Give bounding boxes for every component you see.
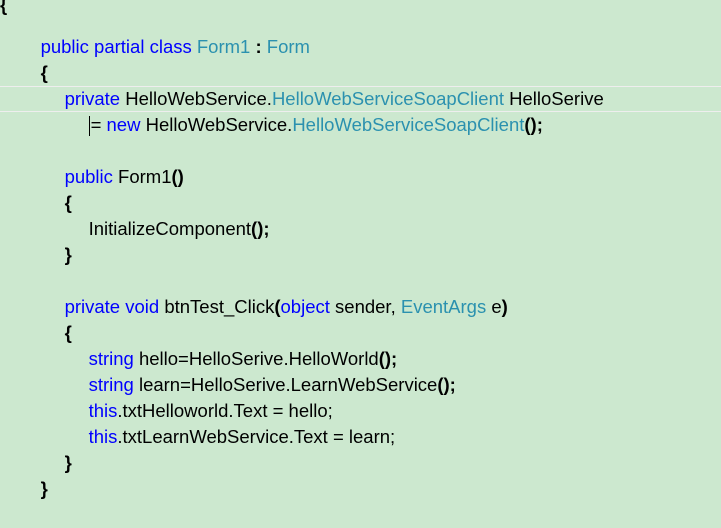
keyword-private: private (64, 296, 121, 317)
type-form: Form (266, 36, 310, 57)
close-paren: ) (501, 296, 508, 317)
open-brace: { (64, 322, 72, 343)
code-line-field-declaration[interactable]: private HelloWebService.HelloWebServiceS… (44, 60, 604, 109)
code-line-constructor-signature[interactable]: public Form1() (44, 138, 184, 187)
call-parens: (); (378, 348, 398, 369)
code-line-txt-learnwebservice[interactable]: this.txtLearnWebService.Text = learn; (68, 398, 396, 447)
close-brace: } (64, 452, 72, 473)
outer-brace-fragment: { (0, 0, 8, 15)
close-brace: } (64, 244, 72, 265)
code-line-class-declaration[interactable]: public partial class Form1 : Form (20, 8, 310, 57)
parens: () (171, 166, 184, 187)
type-form1: Form1 (196, 36, 251, 57)
namespace-prefix: HelloWebService. (145, 114, 293, 135)
call-parens: (); (437, 374, 456, 395)
type-eventargs: EventArgs (400, 296, 487, 317)
namespace-prefix: HelloWebService. (125, 88, 272, 109)
code-line-hello-assignment[interactable]: string hello=HelloSerive.HelloWorld(); (68, 320, 398, 369)
txt-helloworld-assignment: .txtHelloworld.Text = hello; (117, 400, 333, 421)
code-line-initialize-component[interactable]: InitializeComponent(); (68, 190, 270, 239)
param-sender: sender, (335, 296, 396, 317)
keyword-private: private (64, 88, 121, 109)
code-line-class-open-brace[interactable]: { (20, 34, 48, 83)
hello-assignment: hello=HelloSerive.HelloWorld (138, 348, 379, 369)
method-name: btnTest_Click (164, 296, 275, 317)
txt-learnwebservice-assignment: .txtLearnWebService.Text = learn; (117, 426, 396, 447)
keyword-class: class (149, 36, 192, 57)
colon: : (255, 36, 262, 57)
code-line-class-close-brace[interactable]: } (20, 450, 48, 499)
keyword-string: string (88, 348, 134, 369)
code-editor[interactable]: { public partial class Form1 : Form { pr… (0, 0, 721, 499)
keyword-this: this (88, 400, 118, 421)
keyword-new: new (106, 114, 141, 135)
type-soap-client: HelloWebServiceSoapClient (292, 114, 525, 135)
keyword-public: public (64, 166, 113, 187)
open-paren: ( (274, 296, 281, 317)
code-line-learn-assignment[interactable]: string learn=HelloSerive.LearnWebService… (68, 346, 456, 395)
code-line-constructor-open-brace[interactable]: { (44, 164, 72, 213)
param-e: e (491, 296, 502, 317)
code-line-txt-helloworld[interactable]: this.txtHelloworld.Text = hello; (68, 372, 333, 421)
field-name: HelloSerive (509, 88, 604, 109)
keyword-string: string (88, 374, 134, 395)
open-brace: { (40, 62, 48, 83)
open-brace: { (64, 192, 72, 213)
call-parens: (); (251, 218, 270, 239)
equals-sign: = (90, 114, 102, 135)
current-line-highlight (0, 86, 721, 112)
keyword-object: object (280, 296, 330, 317)
keyword-partial: partial (94, 36, 145, 57)
call-parens: (); (524, 114, 543, 135)
code-line-field-initializer[interactable]: = new HelloWebService.HelloWebServiceSoa… (68, 86, 543, 137)
code-line-method-close-brace[interactable]: } (44, 424, 72, 473)
keyword-this: this (88, 426, 118, 447)
code-line-constructor-close-brace[interactable]: } (44, 216, 72, 265)
learn-assignment: learn=HelloSerive.LearnWebService (138, 374, 438, 395)
constructor-name: Form1 (118, 166, 172, 187)
keyword-public: public (40, 36, 89, 57)
code-line-method-signature[interactable]: private void btnTest_Click(object sender… (44, 268, 508, 317)
text-caret (88, 116, 90, 137)
code-line-method-open-brace[interactable]: { (44, 294, 72, 343)
initialize-component-call: InitializeComponent (88, 218, 252, 239)
close-brace: } (40, 478, 48, 499)
keyword-void: void (125, 296, 160, 317)
type-soap-client: HelloWebServiceSoapClient (271, 88, 504, 109)
